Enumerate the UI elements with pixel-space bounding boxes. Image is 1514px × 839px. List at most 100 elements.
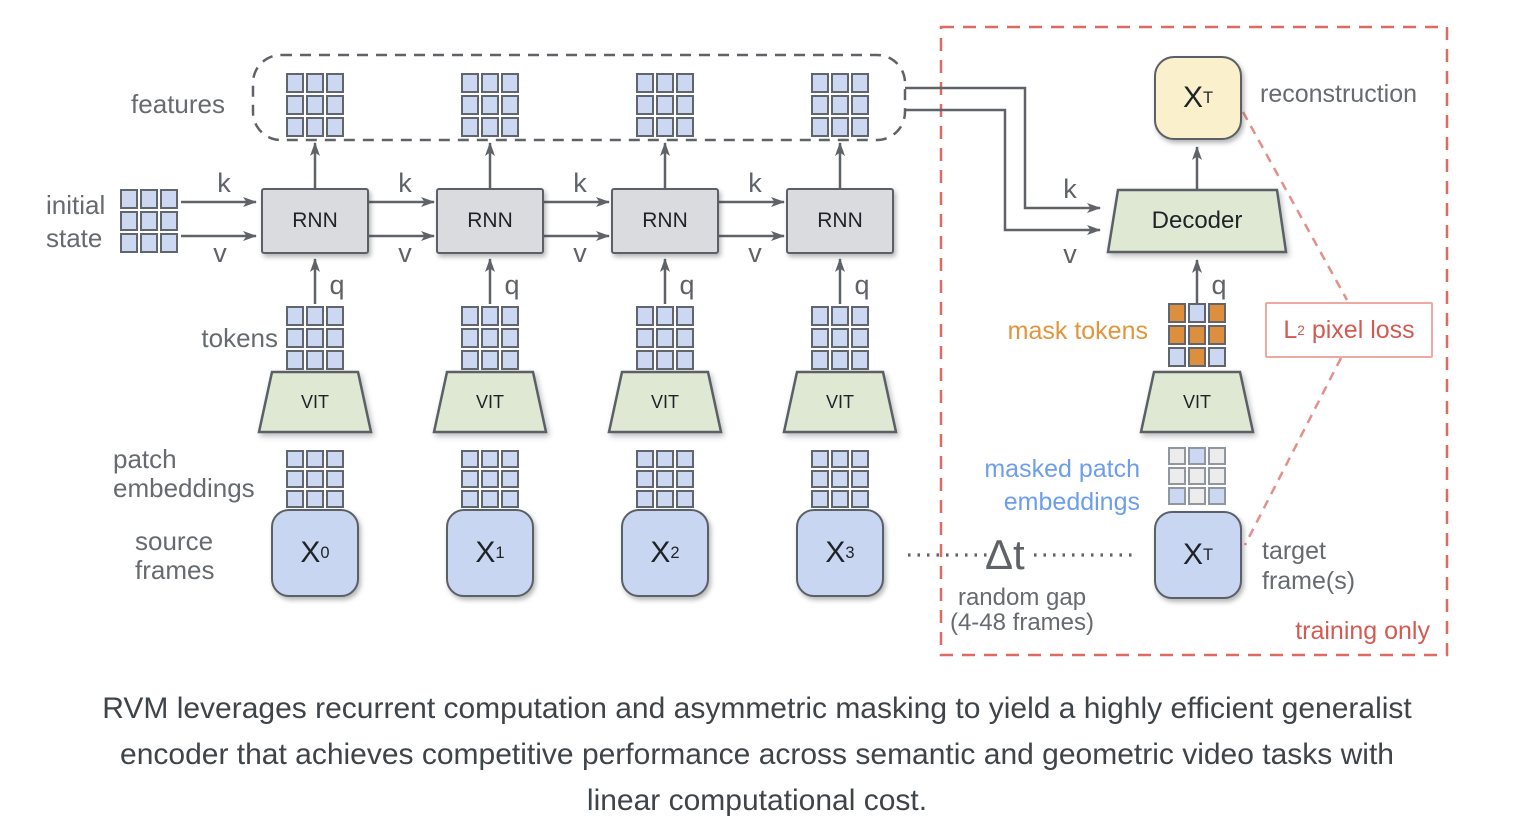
grid-cell xyxy=(481,117,499,137)
grid-cell xyxy=(326,450,344,468)
l2-loss-base: L xyxy=(1283,315,1298,344)
grid-cell xyxy=(461,470,479,488)
grid-cell xyxy=(501,73,519,93)
frame-x3-base: X xyxy=(825,536,846,569)
reconstruction-label: reconstruction xyxy=(1260,79,1417,109)
grid-cell xyxy=(306,95,324,115)
vit3-label-box: VIT xyxy=(609,372,721,432)
delta-t-text: Δt xyxy=(985,531,1025,578)
l2-loss-sub: 2 xyxy=(1297,322,1305,338)
grid-cell xyxy=(676,117,694,137)
grid-cell xyxy=(1168,303,1186,323)
training-only-label-text: training only xyxy=(1295,617,1430,645)
vit1-label-box: VIT xyxy=(259,372,371,432)
features-grid-2 xyxy=(461,73,519,137)
recon-xt-base: X xyxy=(1182,81,1203,114)
grid-cell xyxy=(1188,467,1206,485)
decoder-trapezoid xyxy=(1106,188,1288,254)
patch-grid-2 xyxy=(461,450,519,508)
features-grid-4 xyxy=(811,73,869,137)
mask-tokens-label-text: mask tokens xyxy=(1007,317,1148,345)
grid-cell xyxy=(501,117,519,137)
grid-cell xyxy=(461,450,479,468)
caption-line-1: RVM leverages recurrent computation and … xyxy=(102,692,1412,725)
grid-cell xyxy=(831,490,849,508)
grid-cell xyxy=(1208,467,1226,485)
grid-cell xyxy=(656,73,674,93)
grid-cell xyxy=(501,95,519,115)
grid-cell xyxy=(831,117,849,137)
grid-cell xyxy=(656,306,674,326)
grid-cell xyxy=(501,470,519,488)
grid-cell xyxy=(286,350,304,370)
grid-cell xyxy=(286,73,304,93)
k-label-initial: k xyxy=(217,168,231,198)
grid-cell xyxy=(120,211,138,231)
frame-x3-sub: 3 xyxy=(845,543,855,562)
decoder-label: Decoder xyxy=(1151,207,1243,234)
grid-cell xyxy=(306,328,324,348)
grid-cell xyxy=(1168,325,1186,345)
vit2-label-box: VIT xyxy=(434,372,546,432)
grid-cell xyxy=(501,328,519,348)
reconstruction-to-loss-dashed-line xyxy=(1241,111,1349,301)
grid-cell xyxy=(326,306,344,326)
grid-cell xyxy=(636,470,654,488)
grid-cell xyxy=(501,490,519,508)
grid-cell xyxy=(831,306,849,326)
grid-cell xyxy=(120,233,138,253)
caption-line-2: encoder that achieves competitive perfor… xyxy=(120,738,1394,771)
grid-cell xyxy=(851,306,869,326)
grid-cell xyxy=(851,450,869,468)
patch-embeddings-label-line2: embeddings xyxy=(113,473,255,503)
grid-cell xyxy=(811,490,829,508)
source-frames-label-line2: frames xyxy=(135,555,215,585)
grid-cell xyxy=(831,328,849,348)
q-label-decoder: q xyxy=(1211,270,1227,300)
initial-state-label: initial state xyxy=(46,189,105,255)
grid-cell xyxy=(1208,347,1226,367)
grid-cell xyxy=(140,189,158,209)
tokens-label-text: tokens xyxy=(201,323,278,353)
loss-to-target-dashed-line xyxy=(1243,357,1343,546)
grid-cell xyxy=(1168,447,1186,465)
decoder-label-box: Decoder xyxy=(1108,190,1286,252)
target-xt-sub: T xyxy=(1202,545,1214,564)
rnn2-label: RNN xyxy=(467,209,513,232)
grid-cell xyxy=(1208,303,1226,323)
target-frames-label-line2: frame(s) xyxy=(1262,567,1356,595)
grid-cell xyxy=(140,233,158,253)
grid-cell xyxy=(656,117,674,137)
vit1-label: VIT xyxy=(300,391,329,412)
l2-loss-rest: pixel loss xyxy=(1304,315,1415,344)
grid-cell xyxy=(831,73,849,93)
grid-cell xyxy=(140,211,158,231)
grid-cell xyxy=(461,117,479,137)
features-grid-3 xyxy=(636,73,694,137)
initial-state-label-line2: state xyxy=(46,223,103,253)
grid-cell xyxy=(656,328,674,348)
v-label-rnn34: v xyxy=(748,238,762,268)
frame-x2-sub: 2 xyxy=(670,543,680,562)
masked-patch-label-line1: masked patch xyxy=(984,455,1140,483)
masked-patch-embeddings-label: masked patch embeddings xyxy=(968,453,1140,519)
initial-state-label-line1: initial xyxy=(46,190,106,220)
vit3-trapezoid xyxy=(607,370,723,434)
q-label-2: q xyxy=(504,270,520,300)
grid-cell xyxy=(286,470,304,488)
grid-cell xyxy=(120,189,138,209)
source-frames-label: source frames xyxy=(135,527,214,585)
vit-right-label: VIT xyxy=(1182,391,1211,412)
grid-cell xyxy=(481,470,499,488)
grid-cell xyxy=(676,328,694,348)
grid-cell xyxy=(676,450,694,468)
grid-cell xyxy=(326,117,344,137)
grid-cell xyxy=(636,73,654,93)
vit-right-trapezoid xyxy=(1139,370,1255,434)
grid-cell xyxy=(676,350,694,370)
